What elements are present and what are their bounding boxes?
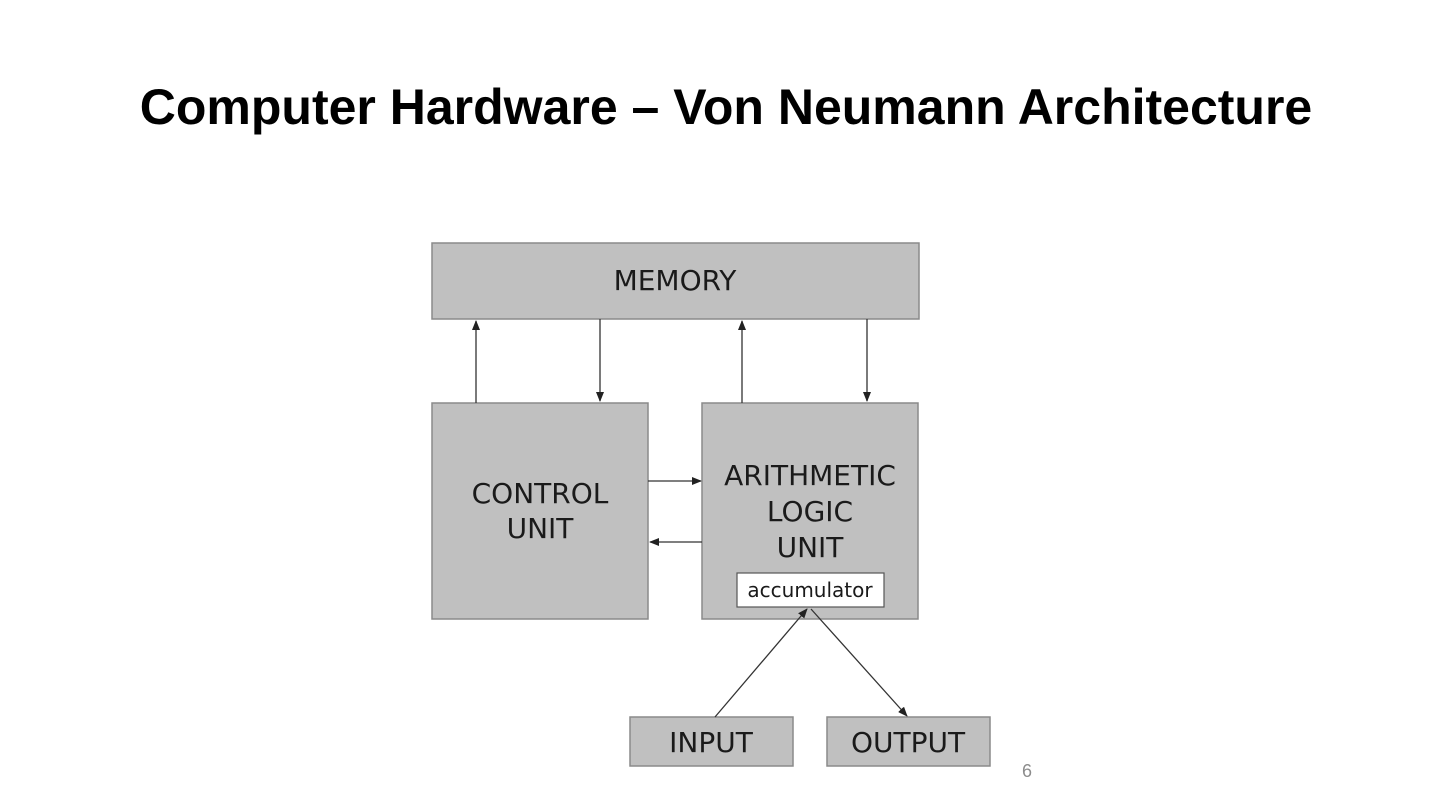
input-label: INPUT <box>669 726 754 759</box>
output-label: OUTPUT <box>851 726 966 759</box>
alu-label-line-1: ARITHMETIC <box>724 459 896 492</box>
memory-node: MEMORY <box>431 242 920 320</box>
page-number: 6 <box>1022 761 1033 781</box>
input-box <box>629 716 794 767</box>
output-box <box>826 716 991 767</box>
output-node: OUTPUT <box>826 716 991 767</box>
alu-node: ARITHMETIC LOGIC UNIT accumulator <box>701 402 919 620</box>
memory-box <box>431 242 920 320</box>
control-unit-node: CONTROL UNIT <box>431 402 649 620</box>
input-node: INPUT <box>629 716 794 767</box>
alu-label-line-2: LOGIC <box>767 495 853 528</box>
memory-label: MEMORY <box>614 264 738 297</box>
accumulator-box <box>736 572 885 608</box>
control-unit-label-line-1: CONTROL <box>472 477 609 510</box>
arrow-accumulator-to-output <box>810 608 908 717</box>
accumulator-label: accumulator <box>747 578 873 602</box>
control-unit-label-line-2: UNIT <box>507 512 575 545</box>
arrow-input-to-accumulator <box>714 608 808 718</box>
slide-title: Computer Hardware – Von Neumann Architec… <box>139 79 1313 135</box>
control-unit-box <box>431 402 649 620</box>
alu-label-line-3: UNIT <box>777 531 845 564</box>
